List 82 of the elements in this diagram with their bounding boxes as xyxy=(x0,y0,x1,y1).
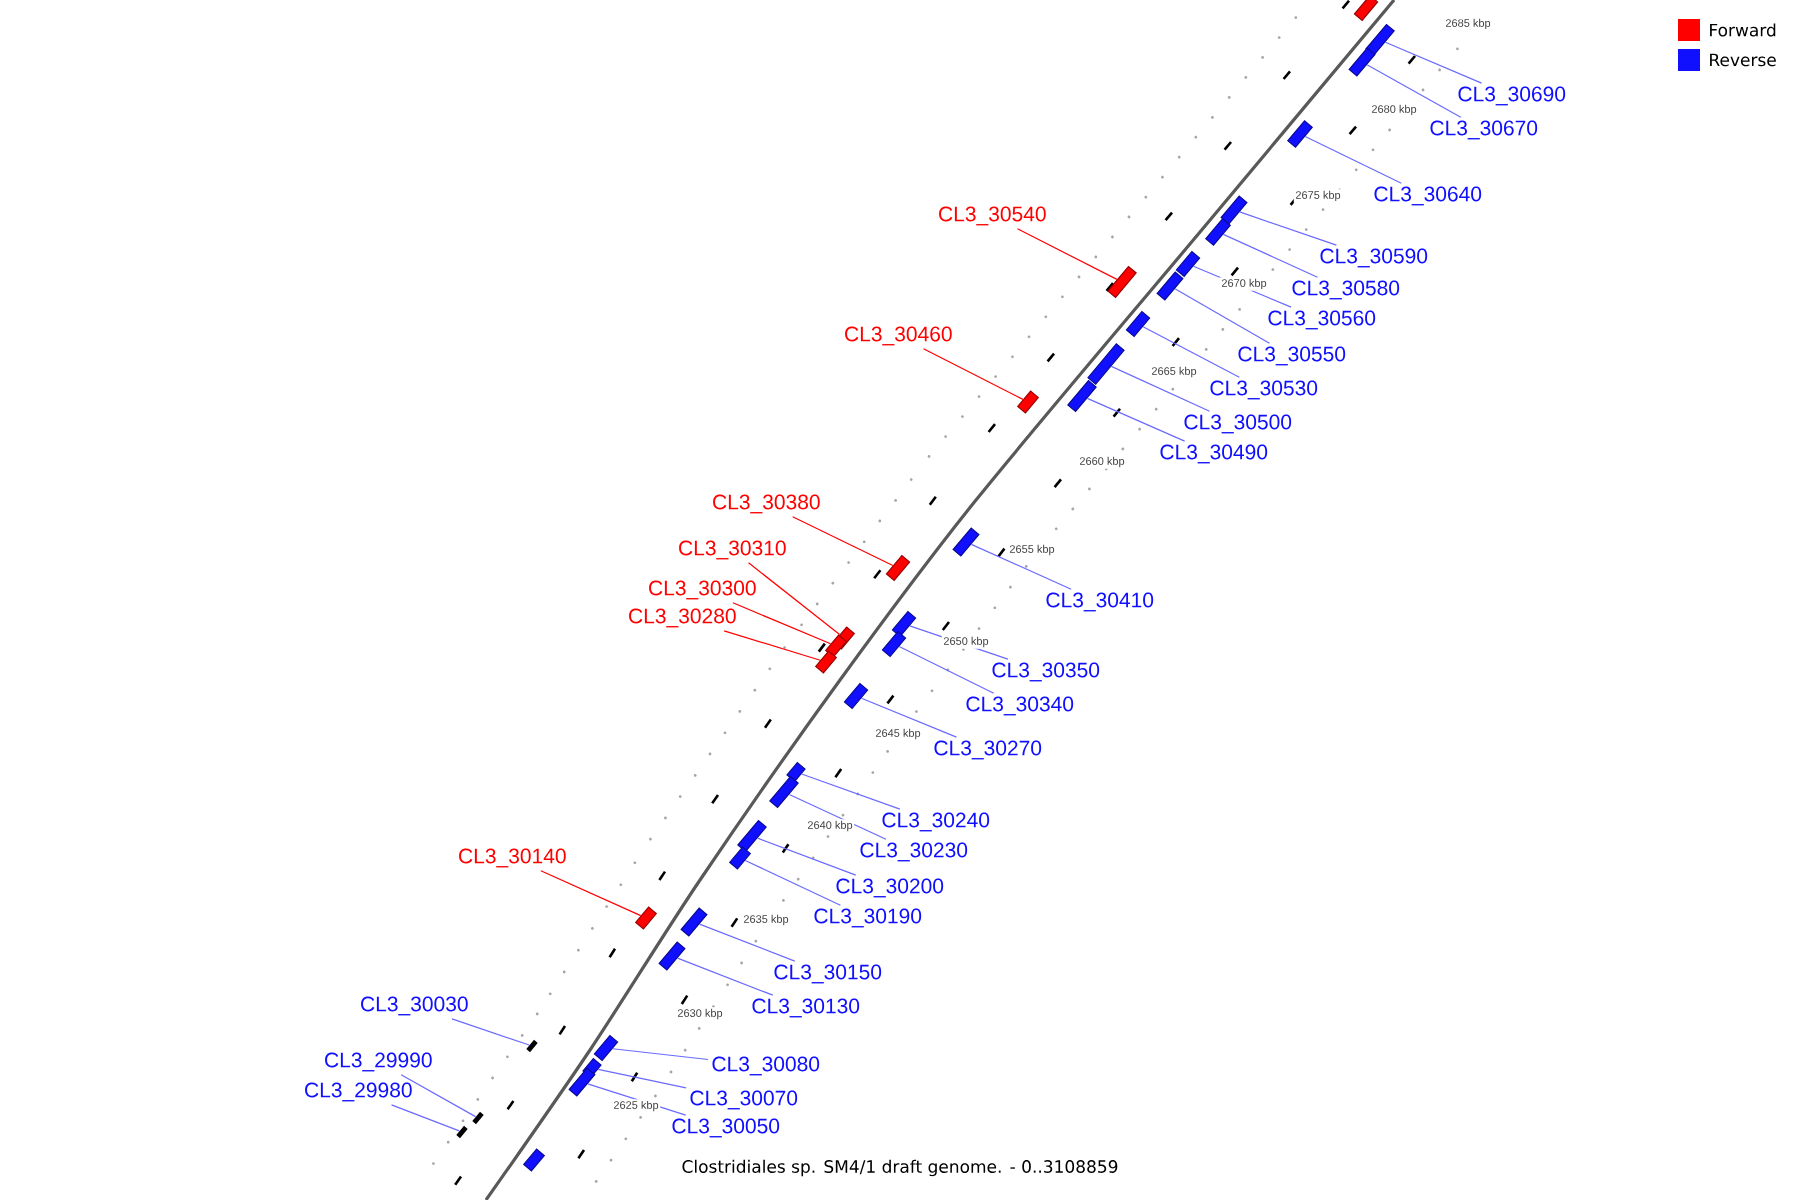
gene-label: CL3_30050 xyxy=(672,1118,780,1138)
leader-line xyxy=(898,645,995,694)
gene-mark xyxy=(526,1039,538,1053)
gene-label: CL3_30410 xyxy=(1046,592,1154,612)
leader-line xyxy=(1366,64,1462,118)
gene-label: CL3_30640 xyxy=(1374,186,1482,206)
gene-mark xyxy=(456,1125,468,1139)
gene-label: CL3_29980 xyxy=(305,1082,412,1102)
gene-label: CL3_30490 xyxy=(1160,444,1268,464)
gene-block xyxy=(952,527,980,557)
leader-line xyxy=(792,516,894,567)
gene-block xyxy=(1156,271,1184,301)
gene-block xyxy=(1353,0,1379,22)
gene-label: CL3_30190 xyxy=(814,908,922,928)
caption: Clostridiales sp. SM4/1 draft genome. - 0..3108859 xyxy=(682,1159,1118,1177)
leader-line xyxy=(860,697,958,738)
gene-label: CL3_30270 xyxy=(934,740,1042,760)
leader-line xyxy=(400,1074,477,1118)
gene-block xyxy=(737,819,767,853)
leader-line xyxy=(1142,326,1240,378)
leader-line xyxy=(723,630,821,661)
gene-label: CL3_30200 xyxy=(836,878,944,898)
gene-label: CL3_30340 xyxy=(966,696,1074,716)
leader-line xyxy=(698,923,796,962)
gene-label: CL3_30030 xyxy=(361,996,468,1016)
gene-block xyxy=(1365,23,1395,57)
leader-line xyxy=(748,562,841,636)
gene-label: CL3_30280 xyxy=(629,608,736,628)
legend-label: Reverse xyxy=(1710,53,1776,67)
gene-block xyxy=(1220,195,1248,225)
gene-label: CL3_30670 xyxy=(1430,120,1538,140)
leader-line xyxy=(1016,228,1118,280)
leader-line xyxy=(744,859,842,906)
gene-label: CL3_30130 xyxy=(752,998,860,1018)
gene-label: CL3_30140 xyxy=(459,848,566,868)
gene-label: CL3_30070 xyxy=(690,1090,798,1110)
gene-label: CL3_30230 xyxy=(860,842,968,862)
leader-line xyxy=(676,957,774,996)
gene-label: CL3_30460 xyxy=(845,326,952,346)
leader-line xyxy=(970,543,1072,590)
leader-line xyxy=(540,870,642,917)
gene-label: CL3_30540 xyxy=(939,206,1046,226)
leader-line xyxy=(1222,233,1319,278)
gene-label: CL3_30310 xyxy=(679,540,786,560)
legend-label: Forward xyxy=(1710,23,1776,37)
gene-block xyxy=(680,907,708,937)
gene-label: CL3_30590 xyxy=(1320,248,1428,268)
leader-line xyxy=(922,348,1024,400)
gene-label: CL3_30690 xyxy=(1458,86,1566,106)
leader-line xyxy=(451,1018,530,1046)
gene-label: CL3_30530 xyxy=(1210,380,1318,400)
gene-label: CL3_30500 xyxy=(1184,414,1292,434)
leader-line xyxy=(1304,135,1402,184)
gene-label: CL3_30300 xyxy=(649,580,756,600)
gene-block xyxy=(769,775,799,809)
leader-line xyxy=(756,837,857,876)
leader-line xyxy=(732,602,832,645)
gene-block xyxy=(1107,265,1137,299)
leader-line xyxy=(1239,211,1337,246)
gene-block xyxy=(658,941,686,971)
leader-line xyxy=(1110,365,1211,412)
leader-line xyxy=(1174,288,1271,344)
gene-mark xyxy=(472,1111,484,1125)
leader-line xyxy=(390,1104,460,1132)
gene-label: CL3_30380 xyxy=(713,494,820,514)
gene-label: CL3_30350 xyxy=(992,662,1100,682)
leader-line xyxy=(801,773,901,810)
gene-block xyxy=(1348,47,1376,77)
gene-label: CL3_30240 xyxy=(882,812,990,832)
gene-block xyxy=(1067,379,1097,413)
gene-label: CL3_30080 xyxy=(712,1056,820,1076)
leader-line xyxy=(788,793,887,840)
gene-label: CL3_30150 xyxy=(774,964,882,984)
gene-label: CL3_30580 xyxy=(1292,280,1400,300)
leader-line xyxy=(612,1048,709,1061)
gene-label: CL3_30550 xyxy=(1238,346,1346,366)
leader-line xyxy=(597,1068,687,1089)
leader-line xyxy=(1384,41,1483,84)
gene-label: CL3_30560 xyxy=(1268,310,1376,330)
leader-line xyxy=(1086,397,1186,442)
gene-label: CL3_29990 xyxy=(325,1052,432,1072)
gene-block xyxy=(1087,343,1125,385)
